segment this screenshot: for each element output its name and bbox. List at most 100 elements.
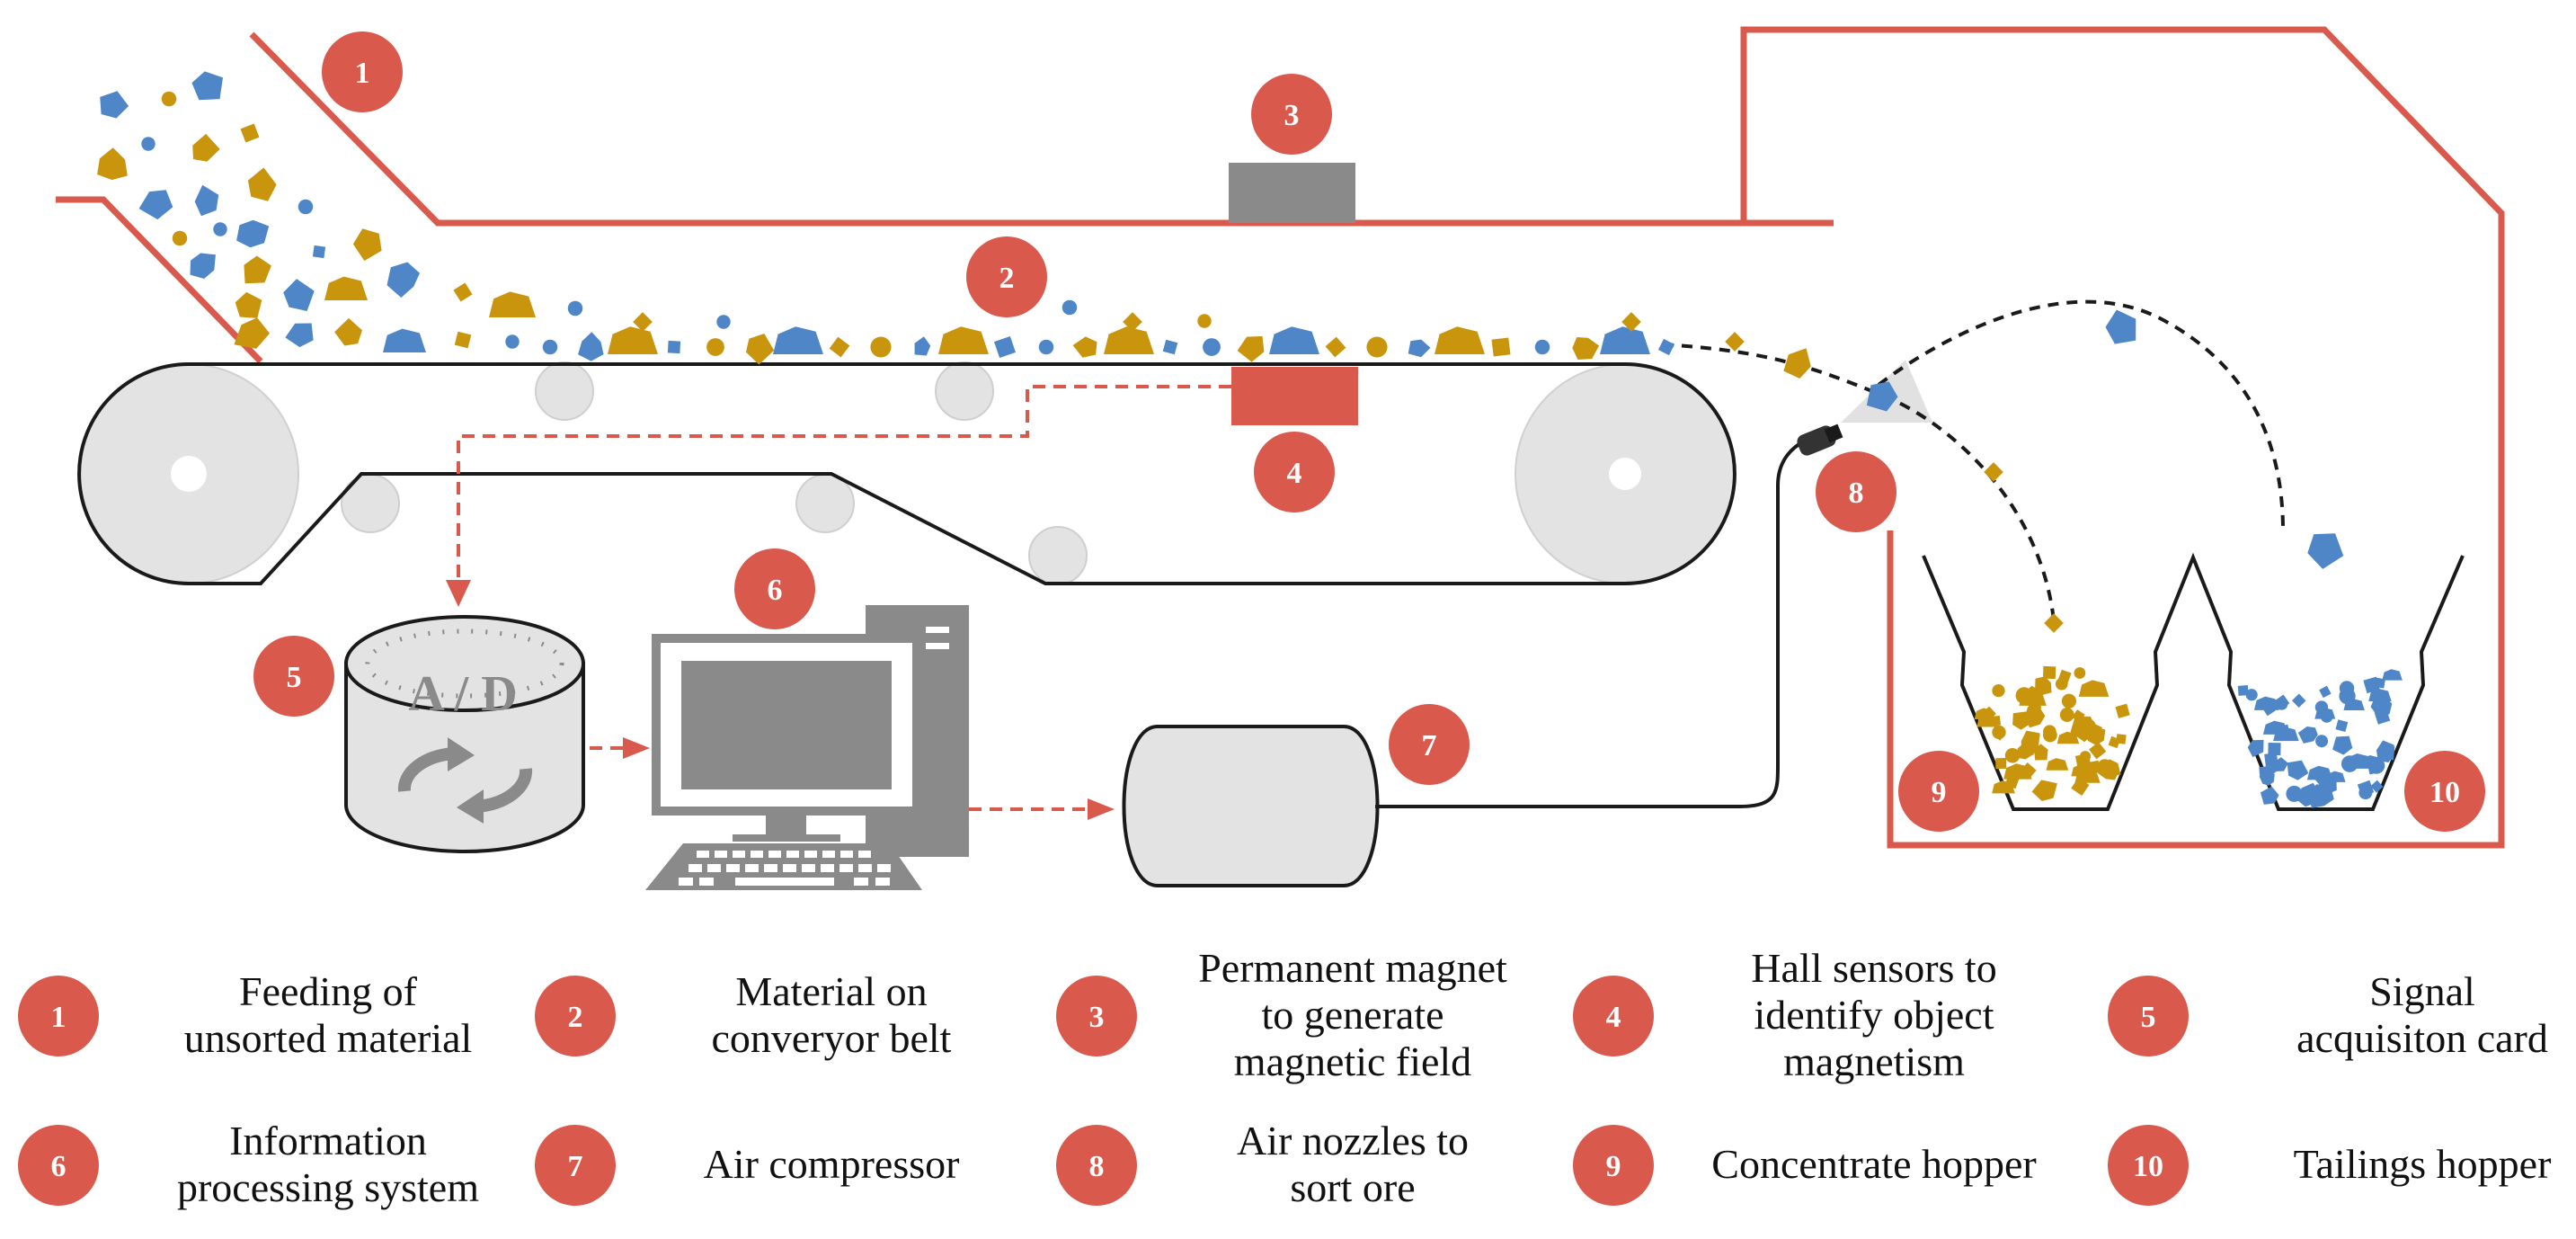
ore-particle <box>746 334 775 365</box>
ore-particle <box>2307 533 2344 569</box>
ore-particle <box>505 334 520 349</box>
legend-marker <box>18 976 99 1056</box>
legend-label-line: Permanent magnet <box>1198 945 1507 991</box>
marker-8: 8 <box>1816 451 1896 532</box>
ore-particle <box>2291 693 2306 708</box>
idler-roller <box>795 474 855 533</box>
legend-marker <box>535 1125 616 1206</box>
ore-particle <box>914 336 931 356</box>
ore-particle <box>773 326 823 354</box>
legend-label-line: sort ore <box>1290 1164 1415 1210</box>
ore-particle <box>1491 337 1511 357</box>
ore-particle <box>1104 326 1154 354</box>
ore-particle <box>2056 731 2080 744</box>
signal-arrowheads <box>446 580 1115 820</box>
svg-text:3: 3 <box>1284 99 1300 132</box>
svg-text:5: 5 <box>287 661 302 694</box>
marker-3: 3 <box>1251 74 1332 155</box>
ore-particle <box>1197 314 1212 328</box>
legend-label-line: Feeding of <box>239 968 418 1014</box>
ore-particle <box>2297 726 2318 744</box>
ore-trajectories <box>1662 299 2285 621</box>
ore-particle <box>2332 735 2353 755</box>
legend-label-line: identify object <box>1754 992 1994 1038</box>
ore-particle <box>489 291 536 317</box>
ore-particle <box>2374 709 2391 725</box>
legend-label-line: Material on <box>735 968 927 1014</box>
marker-7: 7 <box>1389 704 1470 785</box>
ore-particle <box>2034 744 2048 761</box>
ore-particle <box>829 336 850 358</box>
svg-text:2: 2 <box>999 262 1015 295</box>
ore-particle <box>2012 711 2030 730</box>
ore-particle <box>138 190 173 220</box>
svg-text:6: 6 <box>768 574 783 607</box>
legend-label-line: magnetic field <box>1234 1038 1471 1084</box>
ore-particle <box>190 253 216 279</box>
ore-particle <box>2335 719 2349 733</box>
ore-particle <box>1866 381 1898 412</box>
legend-marker <box>2108 976 2189 1056</box>
ore-particle <box>938 326 989 354</box>
ore-particle <box>2287 760 2309 780</box>
ore-particle <box>2115 703 2130 718</box>
ore-particle <box>567 300 583 316</box>
legend-number: 1 <box>51 1001 67 1034</box>
ore-particle <box>2268 742 2281 756</box>
ore-particle <box>608 326 658 354</box>
ore-particle <box>2274 694 2290 710</box>
legend-label-line: Air compressor <box>704 1141 960 1187</box>
idler-roller <box>1028 526 1088 585</box>
ore-particle <box>1992 684 2005 698</box>
ore-particle <box>1981 706 1996 721</box>
ore-particle <box>324 276 368 300</box>
legend-marker <box>1573 1125 1654 1206</box>
ore-particle <box>2237 685 2249 696</box>
legend-label-line: Hall sensors to <box>1751 945 1996 991</box>
ore-particle <box>1269 326 1319 354</box>
legend-marker <box>1056 1125 1137 1206</box>
ore-particle <box>100 91 129 119</box>
ore-particle <box>97 147 128 181</box>
ore-particle <box>2044 613 2064 633</box>
ore-particle <box>1992 725 2006 740</box>
legend-number: 2 <box>568 1001 583 1034</box>
legend-label-line: acquisiton card <box>2296 1015 2548 1061</box>
signal-acquisition-card: A / D <box>344 615 585 853</box>
legend-label-line: to generate <box>1261 992 1443 1038</box>
ore-particle <box>2370 780 2384 793</box>
keyboard-keys <box>679 851 891 886</box>
marker-2: 2 <box>966 236 1047 317</box>
ore-particle <box>2344 753 2373 769</box>
conversion-arrows-icon <box>397 747 533 813</box>
ore-particle <box>1366 336 1388 358</box>
legend-item: 7 Air compressor <box>535 1125 959 1206</box>
ore-particle <box>2004 747 2021 763</box>
marker-10: 10 <box>2404 751 2485 832</box>
conveyor-belt <box>77 361 1737 585</box>
idler-roller <box>935 361 994 421</box>
ore-particle <box>1657 338 1675 356</box>
legend-marker <box>2108 1125 2189 1206</box>
ore-particle <box>1990 715 2002 726</box>
belt-loop <box>77 362 1737 585</box>
ore-particle <box>706 338 724 356</box>
marker-1: 1 <box>322 31 403 112</box>
ore-particle <box>2043 725 2056 738</box>
ore-particle <box>2021 730 2040 755</box>
ore-particle <box>161 91 177 107</box>
legend-label-line: converyor belt <box>712 1015 952 1061</box>
ore-particle <box>1984 462 2003 482</box>
ore-particle <box>1995 758 2007 770</box>
ore-particle <box>870 336 892 358</box>
air-compressor <box>1122 725 1380 887</box>
ore-particle <box>234 317 270 349</box>
marker-9: 9 <box>1898 751 1979 832</box>
ore-particle <box>2071 777 2090 796</box>
legend-number: 7 <box>568 1150 583 1183</box>
ore-particle <box>236 219 270 248</box>
